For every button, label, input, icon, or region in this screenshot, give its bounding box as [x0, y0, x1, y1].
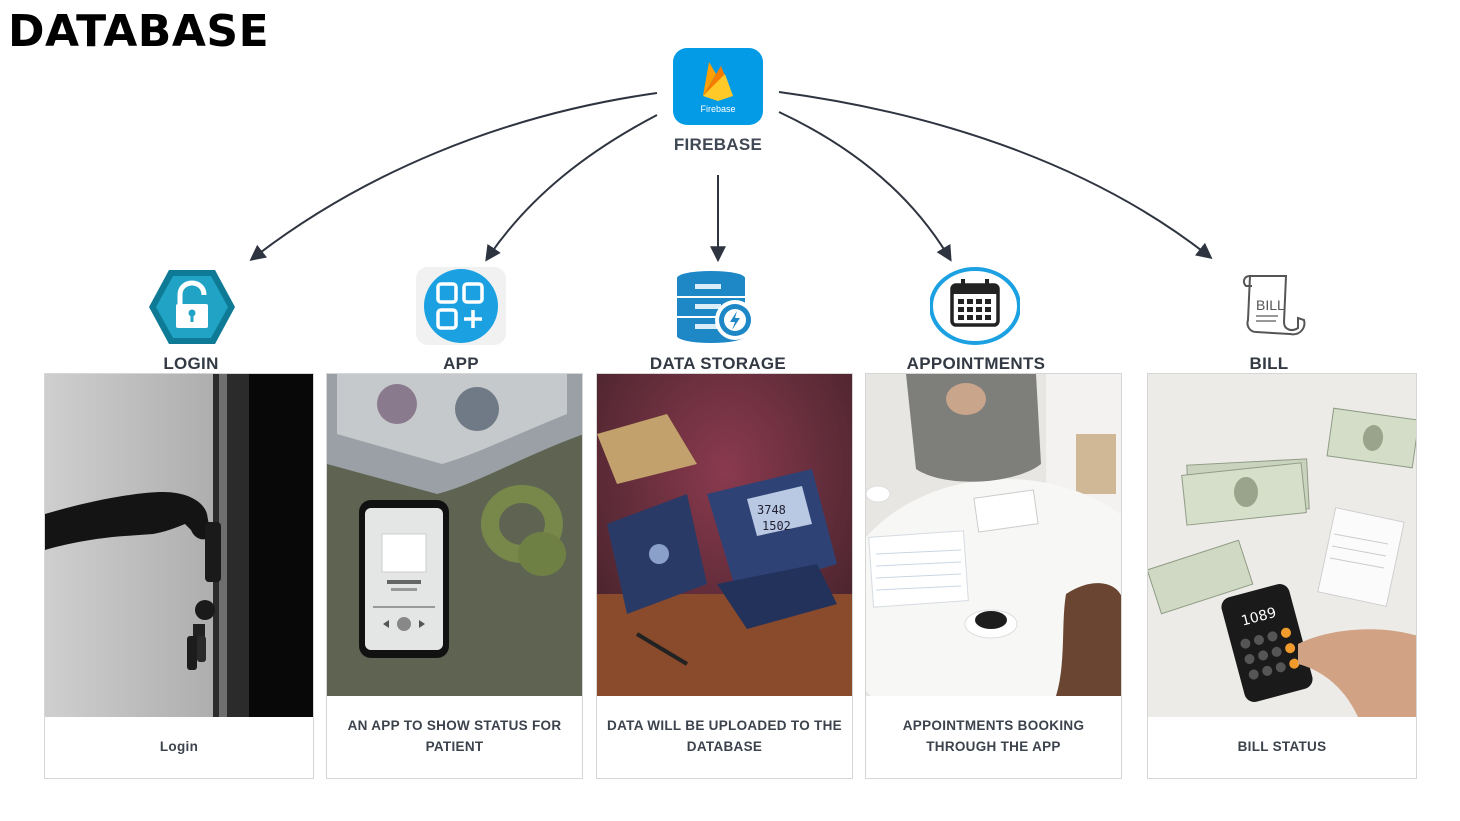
card-caption-login: Login: [159, 739, 199, 754]
card-caption-bill: BILL STATUS: [1237, 739, 1327, 754]
firebase-icon: Firebase: [673, 48, 763, 125]
firebase-brand-text: Firebase: [700, 103, 736, 114]
card-caption-data-storage: DATA WILL BE UPLOADED TO THE DATABASE: [607, 718, 842, 754]
padlock-icon: [149, 270, 235, 344]
arrow-to-login: [249, 92, 658, 261]
arrow-to-appointments: [778, 111, 952, 262]
bill-scroll-icon: BILL: [1242, 275, 1306, 336]
card-login: Login: [44, 373, 314, 779]
arrow-to-app: [485, 114, 658, 262]
firebase-label: FIREBASE: [673, 135, 763, 154]
card-data-storage: 3748 1502 DATA WILL BE UPLOADED TO THE D…: [596, 373, 853, 779]
desk-meeting-photo: [866, 374, 1121, 696]
card-caption-appointments: APPOINTMENTS BOOKING THROUGH THE APP: [902, 718, 1085, 754]
svg-text:1502: 1502: [762, 519, 791, 533]
card-app: AN APP TO SHOW STATUS FOR PATIENT: [326, 373, 583, 779]
floppy-disks-photo: 3748 1502: [597, 374, 852, 696]
node-label-login: LOGIN: [163, 354, 219, 373]
card-caption-app: AN APP TO SHOW STATUS FOR PATIENT: [347, 718, 562, 754]
node-label-appointments: APPOINTMENTS: [906, 354, 1046, 373]
flame-icon: [703, 61, 733, 101]
node-label-app: APP: [443, 354, 479, 373]
database-server-icon: [677, 271, 755, 343]
card-bill: 1089 BILL STATUS: [1147, 373, 1417, 779]
svg-text:BILL: BILL: [1256, 297, 1285, 313]
card-appointments: APPOINTMENTS BOOKING THROUGH THE APP: [865, 373, 1122, 779]
arrow-to-bill: [778, 91, 1213, 259]
hand-opening-door-photo: [45, 374, 313, 717]
node-label-data-storage: DATA STORAGE: [649, 354, 787, 373]
phone-and-headphones-photo: [327, 374, 582, 696]
page-title: DATABASE: [8, 6, 270, 57]
node-label-bill: BILL: [1249, 354, 1289, 373]
svg-text:3748: 3748: [757, 503, 786, 517]
app-grid-icon: [416, 267, 506, 345]
cash-and-calculator-photo: 1089: [1148, 374, 1416, 717]
calendar-icon: [930, 267, 1020, 345]
